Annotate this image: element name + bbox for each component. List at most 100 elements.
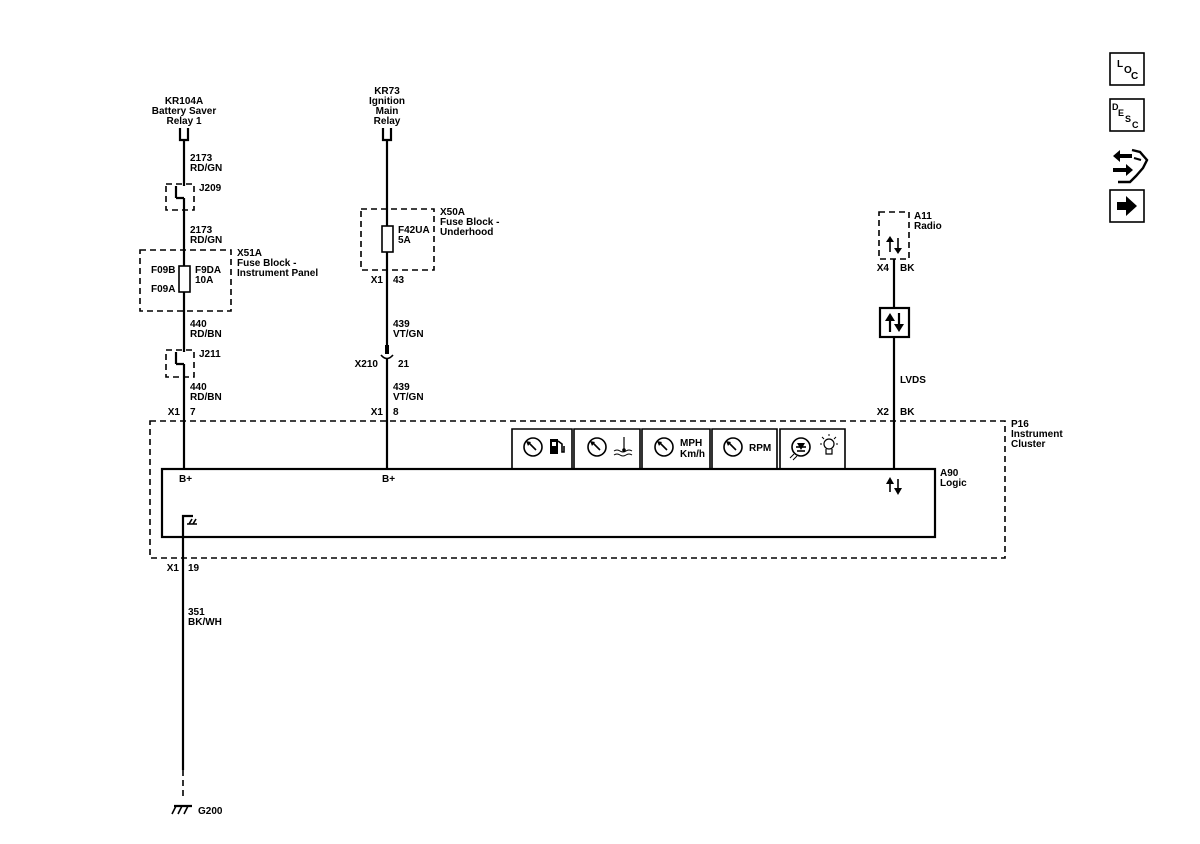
- gauge-rpm: RPM: [749, 443, 771, 454]
- x51a-id: X51A: [237, 248, 262, 259]
- logic-ground-icon: [184, 515, 197, 525]
- wire-439-b-color: VT/GN: [393, 392, 424, 403]
- radio-a11-box: [878, 211, 910, 260]
- fuse-f42ua-label: F42UA: [398, 225, 430, 236]
- location-button[interactable]: L O C: [1109, 52, 1145, 86]
- logic-bidirectional-arrow-icon: [886, 477, 902, 495]
- cluster-id: P16: [1011, 419, 1029, 430]
- connector-tools-button[interactable]: [1108, 143, 1149, 185]
- fuel-gauge: [511, 428, 573, 469]
- right-arrow-icon: [1117, 196, 1137, 216]
- wire-440-b-num: 440: [190, 382, 207, 393]
- lvds-label: LVDS: [900, 375, 926, 386]
- desc-letter-d: D: [1112, 102, 1119, 112]
- ground-g200-icon: [171, 804, 192, 815]
- instrument-cluster: P16 Instrument Cluster A90 Logic B+ B+: [149, 419, 1063, 559]
- kr73-line1: Ignition: [369, 96, 405, 107]
- x50a-line1: Fuse Block -: [440, 217, 499, 228]
- next-page-button[interactable]: [1109, 189, 1145, 223]
- left-pin: 7: [190, 407, 196, 418]
- connector-hand-icon: [1113, 148, 1149, 184]
- lvds-transceiver: [878, 306, 911, 339]
- radio-color: BK: [900, 263, 915, 274]
- cluster-p16-box: [149, 420, 1006, 559]
- fuel-gauge-dial-icon: [523, 437, 543, 457]
- ground-conn: X1: [167, 563, 180, 574]
- fuse-in-pin: F09B: [151, 265, 175, 276]
- wire-439-b-num: 439: [393, 382, 410, 393]
- wire-351: [181, 514, 193, 770]
- description-button[interactable]: D E S C: [1109, 98, 1145, 132]
- fuel-pump-icon: [550, 439, 565, 454]
- bplus-left: B+: [179, 474, 192, 485]
- kr104a-terminal: [178, 128, 190, 142]
- x210-pin: 21: [398, 359, 410, 370]
- kr104a-line2: Relay 1: [166, 116, 201, 127]
- fuse-out-pin: F09A: [151, 284, 175, 295]
- wire-440-a-num: 440: [190, 319, 207, 330]
- speedometer-dial-icon: [654, 437, 674, 457]
- wire-2173-a-num: 2173: [190, 153, 213, 164]
- speedometer-gauge: MPH Km/h: [641, 428, 711, 469]
- loc-letter-l: L: [1117, 59, 1123, 70]
- lvds-bidirectional-arrow-icon: [885, 313, 904, 332]
- radio-bidirectional-arrow-icon: [886, 236, 902, 254]
- tachometer-gauge: RPM: [711, 428, 778, 469]
- splice-j209: [174, 186, 186, 210]
- splice-j211-label: J211: [199, 349, 221, 360]
- splice-j211: [174, 352, 186, 377]
- wire-351-num: 351: [188, 607, 205, 618]
- cluster-line1: Instrument: [1011, 429, 1063, 440]
- left-circuit: KR104A Battery Saver Relay 1 2173 RD/GN …: [139, 96, 318, 470]
- connector-x210-male: [385, 345, 389, 354]
- logic-name: Logic: [940, 478, 967, 489]
- kr104a-line1: Battery Saver: [152, 106, 217, 117]
- logic-a90-box: [160, 467, 937, 539]
- gauge-mph: MPH: [680, 438, 702, 449]
- radio-name: Radio: [914, 221, 942, 232]
- desc-letter-s: S: [1125, 114, 1131, 124]
- indicator-lamp: [779, 428, 846, 469]
- left-conn: X1: [168, 407, 181, 418]
- wire-440-a-color: RD/BN: [190, 329, 222, 340]
- coolant-temp-icon: [613, 437, 633, 457]
- right-color: BK: [900, 407, 915, 418]
- radio-conn: X4: [877, 263, 890, 274]
- wire-439-a-num: 439: [393, 319, 410, 330]
- logic-id: A90: [940, 468, 959, 479]
- splice-j209-label: J209: [199, 183, 222, 194]
- splice-j209-box: [165, 183, 195, 211]
- wire-2173-b-num: 2173: [190, 225, 213, 236]
- wire-2173-a-color: RD/GN: [190, 163, 222, 174]
- fuse-f9da-rating: 10A: [195, 275, 213, 286]
- gauge-kmh: Km/h: [680, 449, 705, 460]
- temp-gauge-dial-icon: [587, 437, 607, 457]
- radio-id: A11: [914, 211, 932, 222]
- desc-letter-c: C: [1132, 120, 1139, 130]
- wire-351-color: BK/WH: [188, 617, 222, 628]
- x210-label: X210: [355, 359, 379, 370]
- tachometer-dial-icon: [723, 437, 743, 457]
- led-indicator-icon: [791, 437, 811, 457]
- wire-439-a-color: VT/GN: [393, 329, 424, 340]
- bplus-middle: B+: [382, 474, 395, 485]
- splice-j211-box: [165, 349, 195, 378]
- connector-x210-female: [380, 354, 394, 360]
- fuse-f9da-label: F9DA: [195, 265, 221, 276]
- kr73-line2: Main: [376, 106, 399, 117]
- fuse-f9da: [178, 265, 191, 293]
- right-circuit: A11 Radio X4 BK LVDS X2 BK: [877, 211, 942, 470]
- ground-pin: 19: [188, 563, 200, 574]
- ground-circuit: X1 19 351 BK/WH G200: [167, 514, 223, 817]
- desc-letter-e: E: [1118, 108, 1124, 118]
- cluster-line2: Cluster: [1011, 439, 1046, 450]
- light-bulb-icon: [820, 434, 838, 455]
- fuse-block-x50a: [360, 208, 435, 271]
- right-conn: X2: [877, 407, 890, 418]
- loc-letter-o: O: [1124, 65, 1132, 76]
- fuse-f42ua-rating: 5A: [398, 235, 411, 246]
- ground-id: G200: [198, 806, 223, 817]
- kr104a-id: KR104A: [165, 96, 203, 107]
- wire-2173-b-color: RD/GN: [190, 235, 222, 246]
